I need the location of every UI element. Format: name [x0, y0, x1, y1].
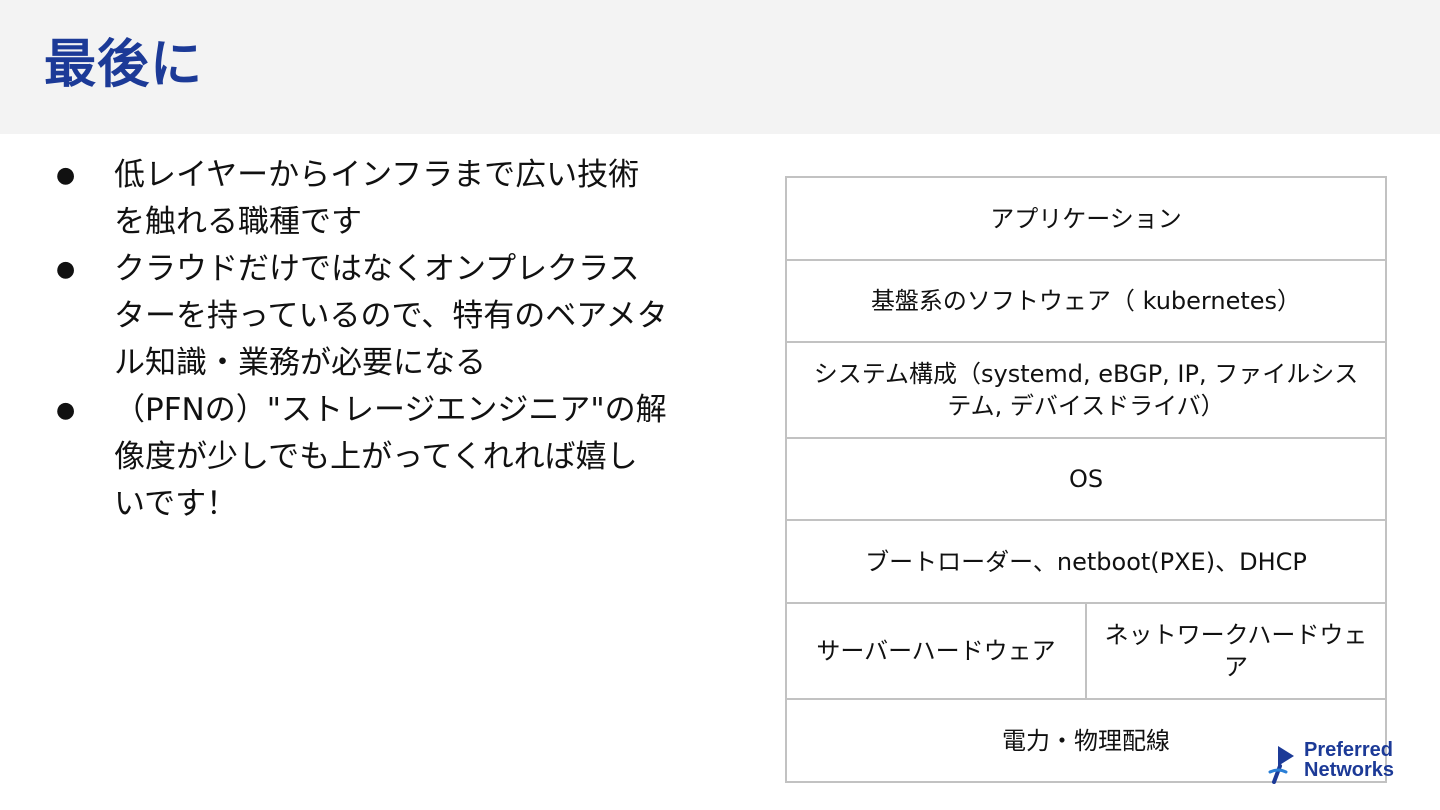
- company-logo: Preferred Networks: [1262, 738, 1422, 788]
- bullet-item: ● 低レイヤーからインフラまで広い技術 を触れる職種です: [56, 152, 696, 246]
- bullet-item: ● クラウドだけではなくオンプレクラス ターを持っているので、特有のベアメタ ル…: [56, 246, 696, 387]
- bullet-line: （PFNの）"ストレージエンジニア"の解: [114, 392, 667, 428]
- stack-layer-boot: ブートローダー、netboot(PXE)、DHCP: [785, 519, 1387, 604]
- logo-line: Preferred: [1304, 739, 1393, 761]
- stack-layer-label: OS: [1068, 465, 1104, 493]
- stack-layer-system-config: システム構成（systemd, eBGP, IP, ファイルシステム, デバイス…: [785, 341, 1387, 439]
- pfn-logo-icon: [1268, 746, 1294, 784]
- bullet-dot-icon: ●: [56, 163, 76, 188]
- stack-layer-base-software: 基盤系のソフトウェア（ kubernetes）: [785, 259, 1387, 343]
- bullet-list: ● 低レイヤーからインフラまで広い技術 を触れる職種です ● クラウドだけではな…: [56, 152, 696, 528]
- stack-layer-os: OS: [785, 437, 1387, 521]
- slide-title: 最後に: [44, 35, 204, 95]
- bullet-item: ● （PFNの）"ストレージエンジニア"の解 像度が少しでも上がってくれれば嬉し…: [56, 387, 696, 528]
- stack-layer-label: サーバーハードウェア: [816, 637, 1056, 665]
- bullet-line: 低レイヤーからインフラまで広い技術: [114, 157, 640, 193]
- stack-layer-network-hardware: ネットワークハードウェア: [1085, 602, 1387, 700]
- bullet-line: ターを持っているので、特有のベアメタ: [114, 298, 668, 334]
- slide-header: [0, 0, 1440, 134]
- stack-layer-label: ブートローダー、netboot(PXE)、DHCP: [865, 547, 1307, 576]
- bullet-dot-icon: ●: [56, 257, 76, 282]
- stack-layer-label: アプリケーション: [990, 204, 1182, 233]
- stack-layer-application: アプリケーション: [785, 176, 1387, 261]
- infrastructure-stack-table: アプリケーション 基盤系のソフトウェア（ kubernetes） システム構成（…: [785, 176, 1387, 783]
- stack-layer-server-hardware: サーバーハードウェア: [785, 602, 1087, 700]
- stack-layer-label: 電力・物理配線: [1002, 726, 1170, 755]
- stack-layer-label: ネットワークハードウェ: [1104, 621, 1368, 649]
- stack-layer-label: 基盤系のソフトウェア（ kubernetes）: [870, 287, 1302, 315]
- bullet-line: を触れる職種です: [114, 204, 362, 240]
- stack-layer-label: テム, デバイスドライバ）: [947, 392, 1225, 420]
- stack-layer-label: ア: [1224, 653, 1248, 681]
- bullet-line: ル知識・業務が必要になる: [114, 345, 486, 381]
- logo-text: Preferred Networks: [1304, 740, 1394, 780]
- bullet-dot-icon: ●: [56, 398, 76, 423]
- bullet-line: 像度が少しでも上がってくれれば嬉し: [114, 439, 638, 475]
- stack-layer-power: 電力・物理配線: [785, 698, 1387, 783]
- bullet-line: いです！: [114, 486, 238, 522]
- stack-layer-label: システム構成（systemd, eBGP, IP, ファイルシス: [813, 360, 1359, 388]
- logo-line: Networks: [1304, 759, 1395, 781]
- bullet-line: クラウドだけではなくオンプレクラス: [114, 251, 640, 287]
